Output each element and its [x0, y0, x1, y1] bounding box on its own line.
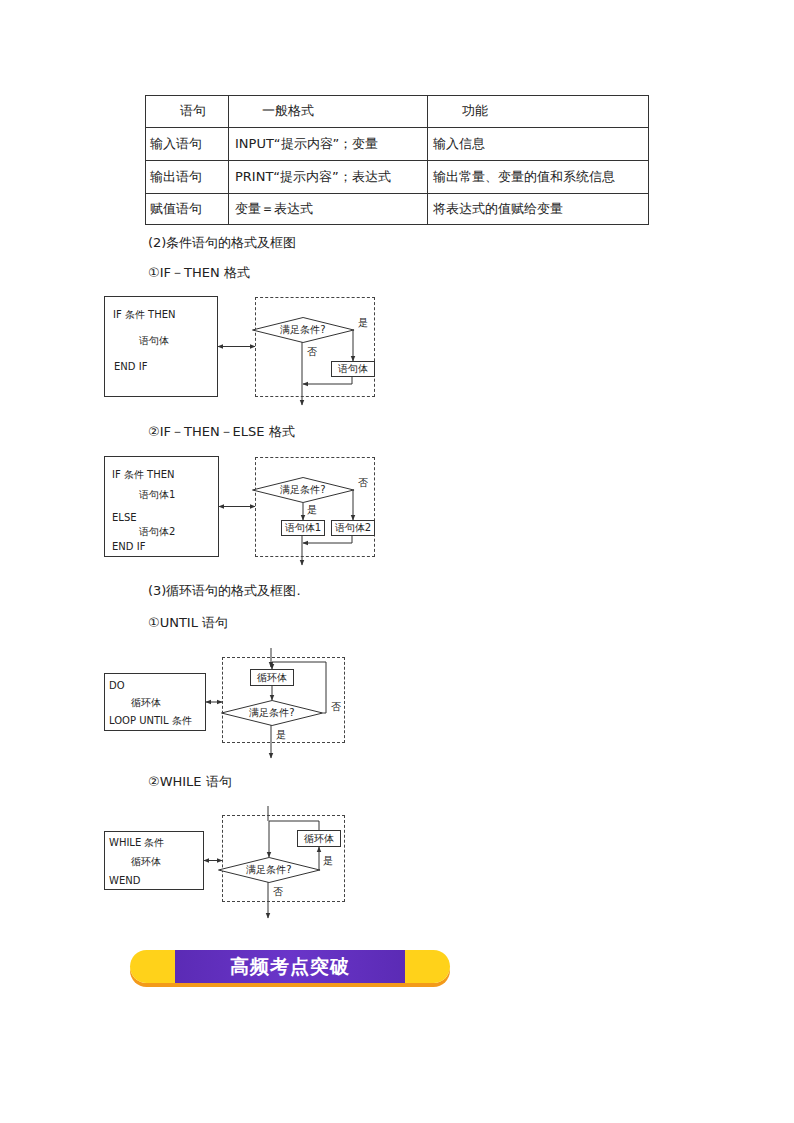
code-line: END IF	[112, 541, 145, 553]
exit-line	[302, 342, 303, 405]
node-text: 满足条件?	[246, 863, 291, 877]
node-text: 语句体2	[335, 521, 371, 535]
double-arrow	[218, 346, 255, 347]
flow-arrow	[353, 490, 354, 520]
section-heading: (2)条件语句的格式及框图	[148, 235, 296, 251]
table-cell: 输入信息	[433, 136, 485, 152]
section-heading: ②IF－THEN－ELSE 格式	[148, 424, 295, 440]
code-line: WEND	[109, 875, 140, 887]
table-cell: 语句	[180, 103, 206, 119]
flow-arrow	[272, 686, 273, 700]
table-cell: 输入语句	[150, 136, 202, 152]
node-text: 循环体	[257, 671, 287, 685]
process-box: 循环体	[297, 830, 341, 847]
section-heading: ①IF－THEN 格式	[148, 265, 250, 281]
code-line: END IF	[114, 361, 147, 373]
process-box: 语句体2	[331, 520, 375, 536]
process-box: 语句体	[331, 361, 375, 377]
table-cell: 赋值语句	[150, 201, 202, 217]
node-text: 满足条件?	[249, 706, 294, 720]
node-text: 满足条件?	[280, 483, 325, 497]
code-box: IF 条件 THEN 语句体 END IF	[104, 296, 218, 397]
code-line: 语句体	[139, 335, 169, 347]
double-arrow	[219, 506, 255, 507]
code-line: LOOP UNTIL 条件	[109, 715, 192, 727]
diamond-shape	[252, 478, 353, 503]
branch-label: 否	[357, 477, 369, 488]
exit-line	[271, 725, 272, 758]
code-line: 循环体	[131, 856, 161, 868]
code-line: IF 条件 THEN	[112, 469, 175, 481]
branch-label: 否	[306, 346, 318, 357]
decision-diamond: 满足条件?	[252, 477, 354, 503]
branch-label: 否	[272, 886, 284, 897]
table-cell: PRINT“提示内容”；表达式	[235, 169, 391, 185]
entry-line	[268, 806, 269, 821]
node-text: 循环体	[304, 832, 334, 846]
table-cell: 变量＝表达式	[235, 201, 313, 217]
table-cell: 输出语句	[150, 169, 202, 185]
code-line: IF 条件 THEN	[113, 309, 176, 321]
merge-line	[303, 535, 352, 543]
node-text: 语句体	[338, 362, 368, 376]
diamond-shape	[252, 318, 353, 343]
table-cell: 输出常量、变量的值和系统信息	[433, 169, 615, 185]
process-box: 语句体1	[281, 520, 325, 536]
node-text: 满足条件?	[280, 323, 325, 337]
decision-diamond: 满足条件?	[218, 857, 320, 883]
section-banner: 高频考点突破	[130, 950, 450, 983]
branch-label: 是	[306, 504, 318, 515]
table-border	[146, 96, 649, 225]
decision-diamond: 满足条件?	[252, 317, 354, 343]
double-arrow	[206, 702, 222, 703]
section-heading: (3)循环语句的格式及框图.	[148, 583, 301, 599]
code-box: WHILE 条件循环体 WEND	[104, 831, 204, 890]
code-line: 语句体1	[139, 489, 175, 501]
decision-diamond: 满足条件?	[221, 700, 323, 726]
return-line	[303, 376, 352, 384]
code-line: DO	[109, 680, 125, 692]
code-line: WHILE 条件	[109, 837, 164, 849]
table-cell: 一般格式	[262, 103, 314, 119]
branch-label: 是	[322, 855, 334, 866]
branch-label: 是	[275, 729, 287, 740]
diamond-shape	[218, 858, 319, 883]
section-heading: ②WHILE 语句	[148, 774, 232, 790]
double-arrow	[204, 860, 222, 861]
process-box: 循环体	[250, 669, 294, 686]
exit-line	[268, 882, 269, 918]
table-grid	[145, 95, 648, 224]
table-cell: 将表达式的值赋给变量	[433, 201, 563, 217]
node-text: 高频考点突破	[230, 954, 350, 980]
code-line: 语句体2	[139, 526, 175, 538]
table-cell: INPUT“提示内容”；变量	[235, 136, 378, 152]
section-heading: ①UNTIL 语句	[148, 615, 228, 631]
code-line: ELSE	[112, 512, 137, 524]
table-cell: 功能	[462, 103, 488, 119]
diamond-shape	[221, 701, 322, 726]
code-box: DO 循环体 LOOP UNTIL 条件	[104, 673, 206, 731]
flow-arrow	[319, 847, 320, 870]
node-text: 语句体1	[285, 521, 321, 535]
flow-arrow	[353, 330, 354, 361]
flow-arrow	[303, 503, 304, 520]
branch-label: 是	[357, 317, 369, 328]
exit-line	[302, 535, 303, 565]
branch-label: 否	[330, 701, 342, 712]
code-box: IF 条件 THEN 语句体1ELSE语句体2END IF	[104, 456, 219, 557]
code-line: 循环体	[131, 697, 161, 709]
